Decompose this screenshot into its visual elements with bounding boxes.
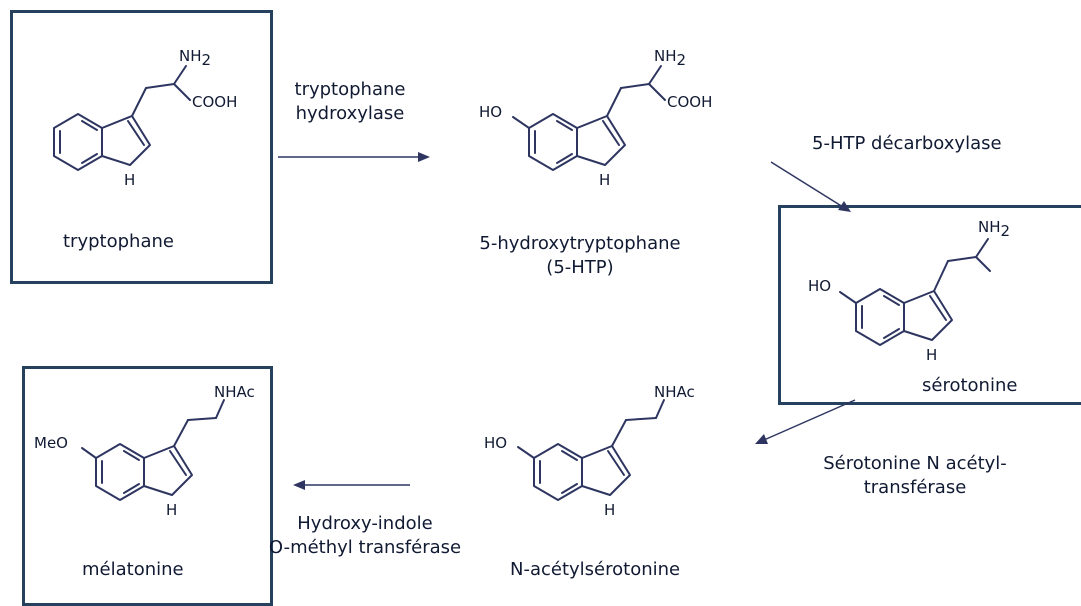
benzene-ring [855, 288, 905, 346]
enzyme-line: transférase [863, 477, 967, 498]
benzene-ring [533, 443, 583, 501]
arrow-decarboxylation [770, 161, 851, 212]
pyrrole-ring [101, 115, 151, 166]
serotonine-structure: HO NH2 H [808, 218, 1010, 364]
amine-subscript: 2 [677, 51, 687, 69]
amine-label: NH [654, 47, 677, 65]
arrow-methylation [293, 480, 410, 490]
hydroxy-label: HO [484, 434, 507, 452]
carboxyl-label: COOH [192, 93, 237, 111]
arrow-hydroxylation [278, 152, 430, 162]
svg-text:NH2: NH2 [978, 218, 1010, 240]
benzene-ring [53, 113, 103, 171]
melatonine-name: mélatonine [82, 559, 184, 580]
enzyme-htp-decarboxylase: 5-HTP décarboxylase [812, 133, 1002, 154]
tryptophane-structure: NH2 COOH H [53, 47, 237, 189]
hydroxy-label: HO [479, 103, 502, 121]
hydroxytryptophane-name: 5-hydroxytryptophane (5-HTP) [450, 232, 710, 280]
amine-subscript: 2 [202, 51, 212, 69]
benzene-ring [95, 443, 145, 501]
pyrrole-ring [143, 445, 193, 496]
enzyme-line: Hydroxy-indole [297, 513, 433, 534]
methoxy-label: MeO [34, 434, 68, 452]
svg-text:NH2: NH2 [179, 47, 211, 69]
enzyme-hydroxyindole-o-methyltransferase: Hydroxy-indole O-méthyl transférase [245, 512, 485, 560]
carboxyl-label: COOH [667, 93, 712, 111]
n-acetylserotonine-name: N-acétylsérotonine [510, 559, 681, 580]
enzyme-line: O-méthyl transférase [268, 537, 462, 558]
amine-subscript: 2 [1001, 222, 1011, 240]
amide-label: NHAc [214, 383, 255, 401]
amine-label: NH [179, 47, 202, 65]
melatonine-box [22, 366, 273, 606]
hydroxy-label: HO [808, 277, 831, 295]
benzene-ring [528, 113, 578, 171]
enzyme-line: hydroxylase [295, 103, 405, 124]
svg-text:NH2: NH2 [654, 47, 686, 69]
serotonine-box [778, 205, 1081, 405]
hydroxytryptophane-structure: HO NH2 COOH H [479, 47, 712, 189]
ring-nh-label: H [124, 171, 135, 189]
enzyme-line: tryptophane [294, 79, 406, 100]
name-line: 5-hydroxytryptophane [479, 233, 681, 254]
name-line: (5-HTP) [546, 257, 614, 278]
enzyme-line: Sérotonine N acétyl- [823, 453, 1007, 474]
melatonine-structure: MeO NHAc H [34, 383, 255, 519]
ring-nh-label: H [166, 501, 177, 519]
arrow-acetylation [755, 399, 856, 444]
pyrrole-ring [903, 290, 953, 341]
pyrrole-ring [576, 115, 626, 166]
amine-label: NH [978, 218, 1001, 236]
ring-nh-label: H [604, 501, 615, 519]
ring-nh-label: H [926, 346, 937, 364]
pyrrole-ring [581, 445, 631, 496]
n-acetylserotonine-structure: HO NHAc H [484, 383, 695, 519]
serotonine-name: sérotonine [922, 375, 1018, 396]
enzyme-tryptophane-hydroxylase: tryptophane hydroxylase [270, 78, 430, 126]
amide-label: NHAc [654, 383, 695, 401]
enzyme-serotonine-n-acetyltransferase: Sérotonine N acétyl- transférase [800, 452, 1030, 500]
tryptophane-name: tryptophane [63, 231, 174, 252]
ring-nh-label: H [599, 171, 610, 189]
